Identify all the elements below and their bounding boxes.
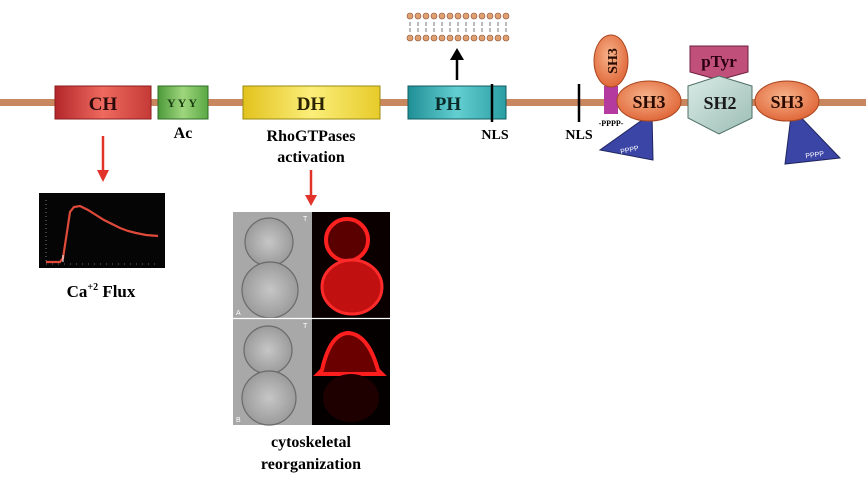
sh3-domain-b <box>754 80 820 122</box>
sh3-domain-a-label: SH3 <box>632 92 665 112</box>
brightfield-cell-a2 <box>241 261 299 319</box>
dh-domain-label: DH <box>297 94 326 115</box>
lipid-head <box>454 12 462 20</box>
lipid-head <box>438 34 446 42</box>
ph-domain <box>407 85 507 120</box>
pppp-triangle-b <box>784 106 842 165</box>
lipid-head <box>502 34 510 42</box>
ca-flux-label: Ca+2 Flux <box>67 282 136 301</box>
sh3-top-label: SH3 <box>606 48 621 74</box>
membrane-bilayer <box>406 12 510 42</box>
ptyr-label: pTyr <box>701 52 737 71</box>
lipid-head <box>502 12 510 20</box>
lipid-head <box>422 34 430 42</box>
lipid-head <box>454 34 462 42</box>
sh3-domain-a <box>616 80 682 122</box>
sh2-domain <box>687 75 753 135</box>
lipid-head <box>478 12 486 20</box>
panel-a-letter: A <box>236 310 241 317</box>
lipid-head <box>406 34 414 42</box>
pppp-linker-bar <box>604 86 618 114</box>
lipid-head <box>438 12 446 20</box>
dh-arrowhead <box>305 195 317 206</box>
pppp-triangle-a <box>598 112 654 161</box>
ph-domain-label: PH <box>435 94 462 115</box>
lipid-head <box>430 12 438 20</box>
panel-t1-letter: T <box>303 216 308 223</box>
ch-domain-label: CH <box>89 94 118 115</box>
fluorescence-cell-b2 <box>323 374 379 422</box>
fluorescence-cell-a1 <box>324 217 370 263</box>
pppp-triangle-a-label: PPPP <box>620 145 640 156</box>
brightfield-cell-b1 <box>243 325 293 375</box>
lipid-head <box>494 34 502 42</box>
lipid-head <box>462 12 470 20</box>
cyto-label-line2: reorganization <box>261 456 361 473</box>
membrane-arrowhead <box>450 48 464 60</box>
dh-function-line1: RhoGTPases <box>267 128 356 145</box>
lipid-head <box>422 12 430 20</box>
ca-flux-trace <box>46 204 159 264</box>
ptyr-domain <box>689 45 749 81</box>
nls-label-mid: NLS <box>565 128 592 143</box>
lipid-head <box>470 12 478 20</box>
nls-label-ph: NLS <box>481 128 508 143</box>
pppp-triangle-b-label: PPPP <box>805 151 825 161</box>
dh-function-line2: activation <box>277 149 345 166</box>
brightfield-cell-b2 <box>241 370 297 426</box>
ch-domain <box>54 85 152 120</box>
yyy-domain-label: YYY <box>167 96 199 110</box>
lipid-head <box>462 34 470 42</box>
sh3-top-domain <box>593 34 629 88</box>
lipid-head <box>470 34 478 42</box>
fluorescence-cap-b <box>313 330 387 376</box>
sh2-domain-label: SH2 <box>703 93 736 113</box>
brightfield-cell-a1 <box>244 217 294 267</box>
microscopy-panels: A B T T <box>233 212 390 426</box>
lipid-head <box>446 34 454 42</box>
cyto-label-line1: cytoskeletal <box>271 434 352 451</box>
lipid-head <box>430 34 438 42</box>
ch-arrowhead <box>97 170 109 182</box>
lipid-head <box>486 12 494 20</box>
lipid-head <box>478 34 486 42</box>
lipid-head <box>494 12 502 20</box>
sh3-domain-b-label: SH3 <box>770 92 803 112</box>
dh-domain <box>242 85 381 120</box>
lipid-head <box>486 34 494 42</box>
lipid-head <box>446 12 454 20</box>
panel-t2-letter: T <box>303 323 308 330</box>
ca-flux-plot-background <box>39 193 165 268</box>
lipid-head <box>406 12 414 20</box>
lipid-head <box>414 34 422 42</box>
ac-label: Ac <box>174 125 193 142</box>
lipid-head <box>414 12 422 20</box>
fluorescence-cell-a2 <box>320 258 384 316</box>
panel-b-letter: B <box>236 417 241 424</box>
pppp-linker-label: -PPPP- <box>599 119 624 128</box>
yyy-domain <box>157 85 209 120</box>
ca-flux-plot <box>39 193 165 268</box>
